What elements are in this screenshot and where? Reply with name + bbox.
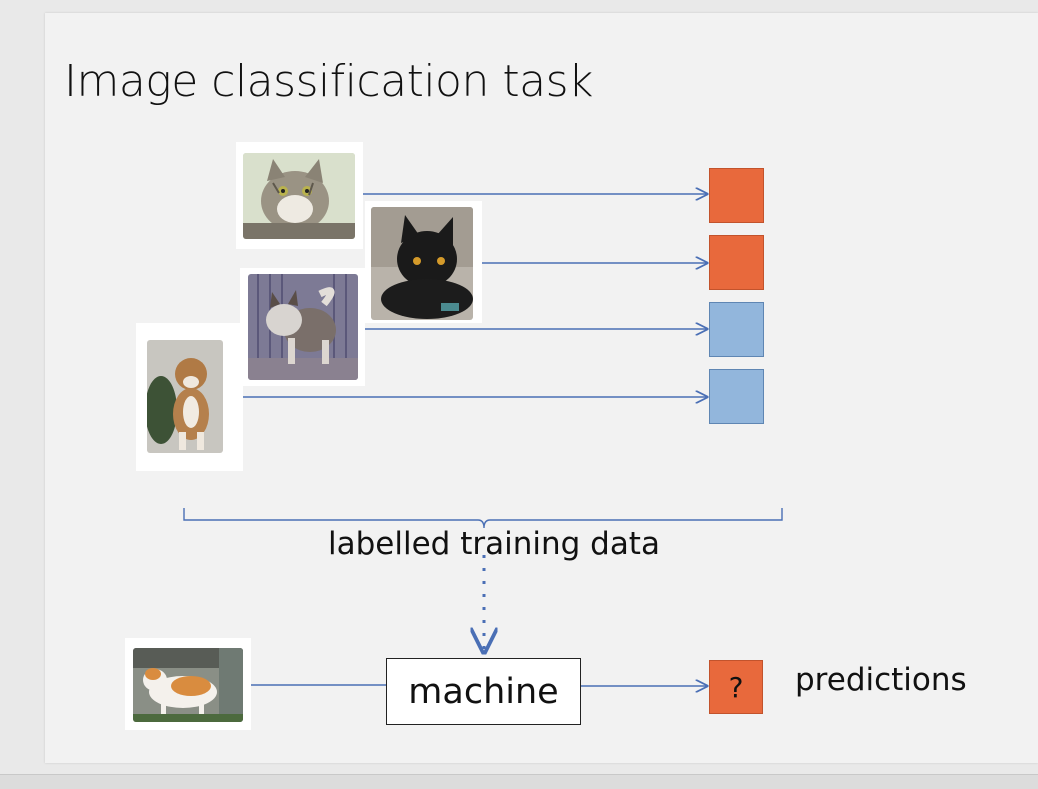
predictions-label: predictions	[795, 662, 967, 698]
slide-title: Image classification task	[64, 56, 593, 107]
pit-bull-dog-photo	[136, 323, 243, 471]
test-cat-photo	[125, 638, 251, 730]
unknown-label-box: ?	[709, 660, 763, 714]
dog-label-box	[709, 369, 764, 424]
cat-label-box	[709, 235, 764, 290]
machine-label: machine	[408, 671, 559, 712]
tabby-cat-photo	[236, 142, 363, 249]
bracket	[183, 508, 783, 529]
husky-dog-photo	[240, 268, 365, 386]
black-cat-photo	[365, 201, 482, 323]
cat-label-box	[709, 168, 764, 223]
bottom-bar	[0, 774, 1038, 789]
question-mark: ?	[728, 670, 744, 704]
machine-box: machine	[386, 658, 581, 725]
dog-label-box	[709, 302, 764, 357]
training-data-label: labelled training data	[328, 526, 660, 562]
